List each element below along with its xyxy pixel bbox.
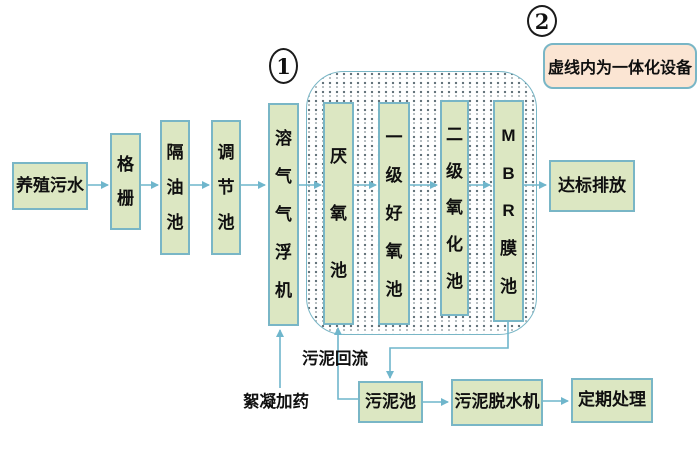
badge-circle-1: 1: [269, 48, 298, 84]
node-regulating-tank: 调节池: [211, 120, 241, 255]
line-mbr-to-sludge-tank: [386, 322, 509, 379]
line-sludge-return-to-anaerobic: [334, 327, 358, 400]
integrated-equipment-note: 虚线内为一体化设备: [543, 43, 697, 89]
node-daf-machine: 溶气气浮机: [268, 103, 299, 326]
label-flocculant-dosing: 絮凝加药: [243, 393, 309, 411]
node-sludge-tank: 污泥池: [358, 381, 423, 423]
badge-circle-2: 2: [527, 5, 557, 37]
node-primary-aerobic-tank: 一级好氧池: [378, 102, 410, 325]
node-sludge-dewatering-machine: 污泥脱水机: [451, 379, 543, 426]
node-bar-screen: 格栅: [110, 133, 141, 230]
node-secondary-oxidation-tank: 二级氧化池: [440, 100, 469, 316]
node-oil-separation-tank: 隔油池: [160, 120, 190, 255]
label-sludge-return: 污泥回流: [302, 350, 368, 368]
node-source: 养殖污水: [12, 162, 88, 210]
node-discharge: 达标排放: [549, 160, 635, 212]
node-anaerobic-tank: 厌氧池: [323, 102, 354, 325]
node-periodic-disposal: 定期处理: [571, 378, 653, 423]
